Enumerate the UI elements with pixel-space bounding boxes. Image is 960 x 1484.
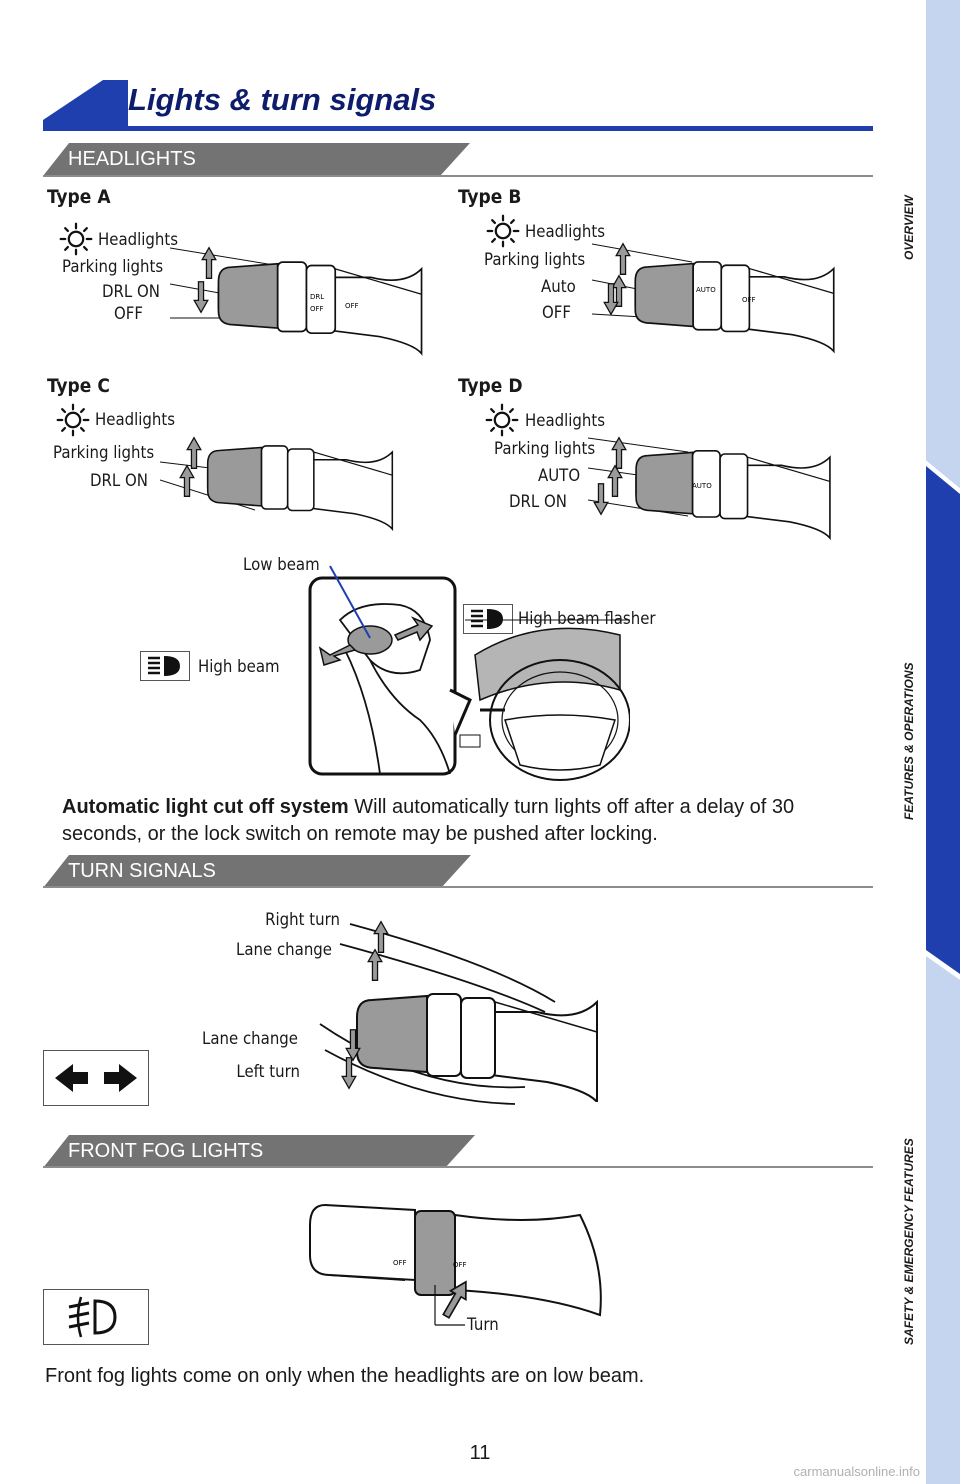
page-number: 11 — [469, 1442, 491, 1464]
fog-note: Front fog lights come on only when the h… — [45, 1365, 645, 1387]
arrow-icon — [187, 438, 201, 469]
switch-mark-off: OFF — [345, 302, 359, 310]
type-d-parking: Parking lights — [494, 439, 596, 459]
headlight-sun-icon — [58, 221, 94, 257]
arrow-icon — [612, 438, 626, 469]
switch-mark-off: OFF — [310, 305, 324, 313]
type-c-headlights: Headlights — [95, 410, 176, 430]
type-d-headlights: Headlights — [525, 411, 606, 431]
type-b-headlights: Headlights — [525, 222, 606, 242]
beam-illustration — [308, 565, 630, 781]
switch-mark-drl: DRL — [310, 293, 324, 301]
type-c-label: Type C — [47, 375, 110, 397]
lane-change-down-label: Lane change — [201, 1029, 298, 1049]
type-c-drl: DRL ON — [90, 471, 148, 491]
sidebar-safety-emergency[interactable]: SAFETY & EMERGENCY FEATURES — [902, 1138, 916, 1345]
sidebar-features-operations[interactable]: FEATURES & OPERATIONS — [902, 662, 916, 820]
type-d-stalk-illustration: AUTO — [588, 420, 838, 555]
arrow-icon — [202, 248, 216, 279]
arrow-icon — [604, 284, 618, 315]
type-a-drl: DRL ON — [102, 282, 160, 302]
headlight-sun-icon — [55, 402, 91, 438]
arrow-icon — [180, 466, 194, 497]
type-b-stalk-illustration: AUTO OFF — [592, 232, 842, 357]
section-rule — [43, 886, 873, 888]
type-a-off: OFF — [114, 304, 143, 324]
type-a-label: Type A — [47, 186, 111, 208]
type-d-label: Type D — [458, 375, 523, 397]
switch-mark-auto: AUTO — [696, 286, 716, 294]
fog-switch-stalk-illustration: OFF OFF — [309, 1204, 602, 1326]
type-b-label: Type B — [458, 186, 522, 208]
watermark: carmanualsonline.info — [793, 1464, 920, 1479]
auto-cutoff-heading: Automatic light cut off system — [62, 796, 349, 818]
left-turn-label: Left turn — [236, 1062, 300, 1082]
lane-change-up-label: Lane change — [235, 940, 332, 960]
auto-cutoff-paragraph: Automatic light cut off system Will auto… — [62, 794, 862, 848]
turn-signal-stalk-illustration — [319, 912, 620, 1105]
page-title: Lights & turn signals — [128, 82, 437, 117]
type-a-stalk-illustration: DRL OFF OFF — [170, 236, 430, 361]
type-c-stalk-illustration — [160, 418, 400, 538]
fog-light-icon — [43, 1289, 149, 1345]
section-front-fog-lights: FRONT FOG LIGHTS — [43, 1135, 475, 1168]
section-rule — [43, 1166, 873, 1168]
section-headlights: HEADLIGHTS — [43, 143, 470, 176]
fog-turn-label: Turn — [467, 1315, 499, 1335]
arrow-icon — [342, 1058, 356, 1089]
type-b-parking: Parking lights — [484, 250, 586, 270]
headlight-sun-icon — [484, 402, 520, 438]
type-d-drl: DRL ON — [509, 492, 567, 512]
type-c-parking: Parking lights — [53, 443, 155, 463]
section-rule — [43, 175, 873, 177]
type-d-auto: AUTO — [538, 466, 581, 486]
headlight-sun-icon — [485, 213, 521, 249]
title-rule — [43, 126, 873, 131]
switch-mark-off: OFF — [742, 296, 756, 304]
low-beam-label: Low beam — [243, 555, 320, 575]
type-b-off: OFF — [542, 303, 571, 323]
high-beam-flasher-icon — [463, 604, 513, 634]
high-beam-flasher-label: High beam flasher — [518, 609, 656, 629]
sidebar-overview[interactable]: OVERVIEW — [902, 195, 916, 260]
switch-mark-off: OFF — [453, 1261, 467, 1269]
switch-mark-auto: AUTO — [692, 482, 712, 490]
arrow-icon — [608, 466, 622, 497]
arrow-icon — [612, 276, 626, 307]
arrow-icon — [374, 922, 388, 953]
auto-cutoff-text: Will automatically turn lights off after… — [62, 796, 795, 845]
arrow-icon — [194, 282, 208, 313]
title-accent — [43, 80, 128, 130]
right-turn-label: Right turn — [265, 910, 340, 930]
switch-mark-off: OFF — [393, 1259, 407, 1267]
high-beam-icon — [140, 651, 190, 681]
type-b-auto: Auto — [541, 277, 576, 297]
section-turn-signals: TURN SIGNALS — [43, 855, 471, 888]
type-a-parking: Parking lights — [62, 257, 164, 277]
sidebar-active-tab — [926, 460, 960, 980]
high-beam-label: High beam — [198, 657, 280, 677]
arrow-icon — [594, 484, 608, 515]
turn-arrows-icon — [43, 1050, 149, 1106]
type-a-headlights: Headlights — [98, 230, 179, 250]
